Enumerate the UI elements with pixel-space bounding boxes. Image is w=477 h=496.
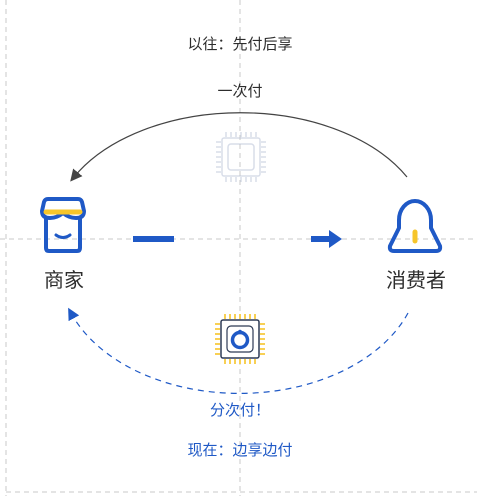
consumer-label: 消费者 <box>386 269 446 292</box>
bottom-arc-label: 分次付！ <box>210 402 270 419</box>
person-icon <box>387 199 443 253</box>
bottom-caption: 现在：边享边付 <box>187 442 292 459</box>
chip-icon-logo <box>215 314 265 364</box>
right-arrow-icon <box>311 230 342 248</box>
minus-sign <box>133 236 174 242</box>
merchant-label: 商家 <box>44 269 84 292</box>
top-arc-arrow <box>70 112 408 182</box>
storefront-icon <box>40 197 86 253</box>
top-arc-label: 一次付 <box>217 83 262 100</box>
top-caption: 以往：先付后享 <box>187 36 292 53</box>
chip-icon-faded <box>216 132 266 182</box>
